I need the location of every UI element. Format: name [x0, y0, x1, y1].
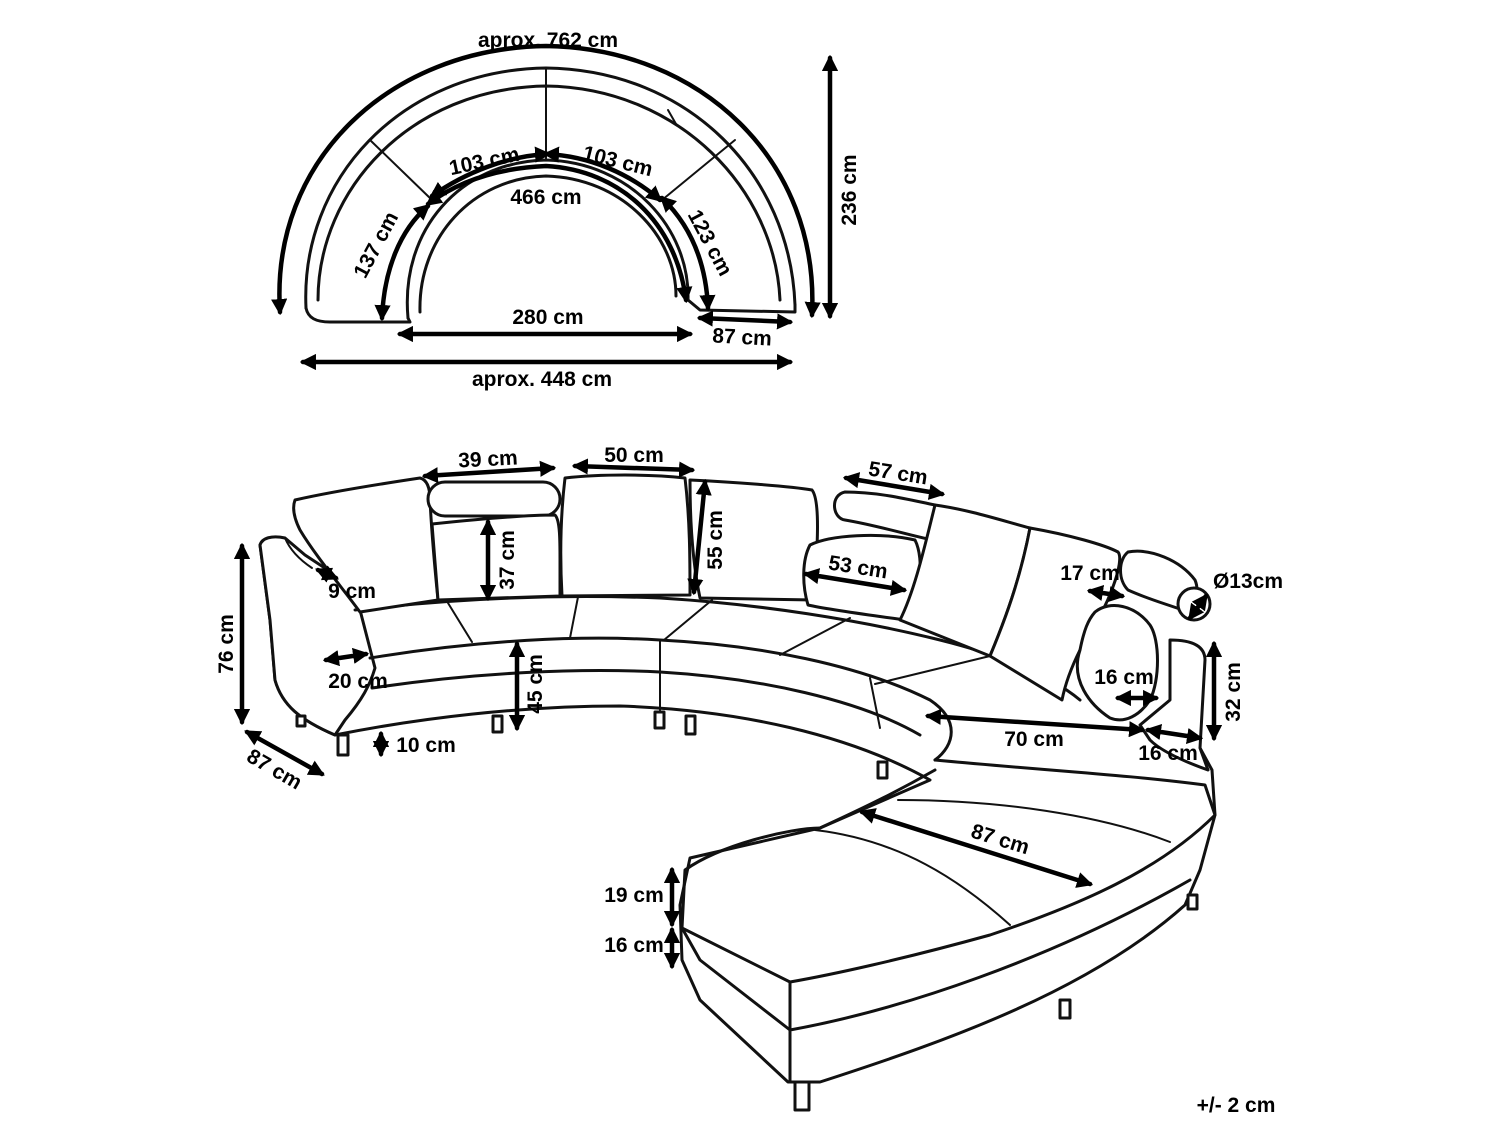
top-view-plan: aprox. 762 cm 103 cm 103 cm 466 cm 137 c… — [271, 29, 861, 391]
label-seat-height: 45 cm — [524, 654, 547, 714]
dim-arrow-end-headrest — [1086, 584, 1126, 603]
sofa-base-outline — [258, 543, 1217, 1084]
label-armrest-top: 9 cm — [328, 580, 376, 603]
label-depth-top: 87 cm — [712, 324, 773, 350]
dim-arrow-seat-depth — [924, 708, 1146, 738]
center-cushion-1 — [559, 473, 692, 598]
seat-divider-2 — [569, 596, 579, 639]
top-divider-right — [661, 139, 736, 201]
dim-arrow-side-left — [374, 203, 431, 322]
leg-8 — [1186, 893, 1199, 911]
label-end-thickness: 16 cm — [1138, 742, 1198, 765]
seat-divider-1 — [447, 602, 473, 643]
dim-arrow-end-thickness — [1144, 723, 1204, 745]
dim-arrow-outer-arc — [271, 43, 821, 319]
label-inner-arc: 466 cm — [510, 186, 581, 209]
tolerance-note: +/- 2 cm — [1197, 1094, 1276, 1117]
front-panel-divider-2 — [869, 677, 881, 729]
label-roll-diameter: Ø13cm — [1213, 570, 1283, 593]
dim-arrow-cushion-height — [687, 478, 712, 596]
label-cushion-width: 50 cm — [604, 444, 664, 467]
dim-arrow-bolster-width — [802, 568, 908, 596]
seat-divider-3 — [663, 599, 713, 641]
dim-arrow-depth — [244, 729, 325, 777]
label-cushion-thickness: 19 cm — [604, 884, 664, 907]
dim-arrow-armrest-top — [315, 565, 339, 583]
dim-arrow-seat-a — [429, 146, 552, 199]
leg-3 — [653, 710, 666, 730]
dim-arrow-armrest-width — [322, 647, 370, 667]
leg-9 — [295, 714, 307, 728]
label-headrest-width: 39 cm — [458, 446, 519, 472]
leg-5 — [876, 760, 889, 780]
headrest-right — [833, 490, 937, 542]
label-outer-arc: aprox. 762 cm — [478, 29, 618, 52]
end-pillow — [1075, 604, 1159, 722]
dim-arrow-depth-top — [696, 310, 794, 330]
seat-divider-4 — [779, 617, 851, 656]
seat-divider-5 — [874, 655, 991, 685]
leg-6 — [793, 1080, 811, 1112]
top-divider-small — [667, 109, 677, 125]
dim-arrow-chaise-depth — [858, 808, 1094, 888]
label-height-top: 236 cm — [838, 154, 861, 225]
label-pillow-width: 16 cm — [1094, 666, 1154, 689]
leg-4 — [684, 714, 697, 736]
label-total-height: 76 cm — [215, 614, 238, 674]
label-end-headrest: 17 cm — [1060, 562, 1120, 585]
top-divider-left — [369, 139, 433, 201]
label-seat-depth: 70 cm — [1004, 728, 1064, 751]
dim-arrow-headrest-right — [842, 472, 946, 500]
dim-arrow-side-right — [659, 195, 716, 312]
left-armrest-top-edge — [284, 537, 313, 569]
front-seat-lower-edge — [370, 669, 922, 737]
dim-arrow-roll-diameter — [1187, 593, 1209, 621]
top-left-end — [304, 306, 412, 324]
label-side-right: 123 cm — [683, 206, 737, 280]
label-base-thickness: 16 cm — [604, 934, 664, 957]
left-armrest — [258, 535, 377, 737]
headrest-left — [426, 480, 562, 518]
label-headrest-height: 37 cm — [496, 530, 519, 590]
leg-2 — [491, 714, 504, 734]
front-view-perspective: 39 cm 50 cm 57 cm 37 cm 55 cm 53 cm 9 cm… — [215, 444, 1283, 1112]
dim-arrow-cushion-width — [571, 458, 696, 478]
top-right-end — [686, 298, 797, 314]
dim-arrow-headrest-width — [421, 460, 557, 484]
label-depth: 87 cm — [243, 745, 306, 795]
label-leg-height: 10 cm — [396, 734, 456, 757]
label-armrest-width: 20 cm — [328, 670, 388, 693]
chaise-front — [680, 878, 1192, 1084]
leg-1 — [336, 733, 350, 757]
label-inner-width: 280 cm — [512, 306, 583, 329]
label-side-left: 137 cm — [349, 208, 403, 282]
chaise-top — [680, 758, 1217, 984]
label-total-width: aprox. 448 cm — [472, 368, 612, 391]
leg-7 — [1058, 998, 1072, 1020]
label-cushion-height: 55 cm — [704, 510, 727, 570]
label-back-height: 32 cm — [1222, 662, 1245, 722]
